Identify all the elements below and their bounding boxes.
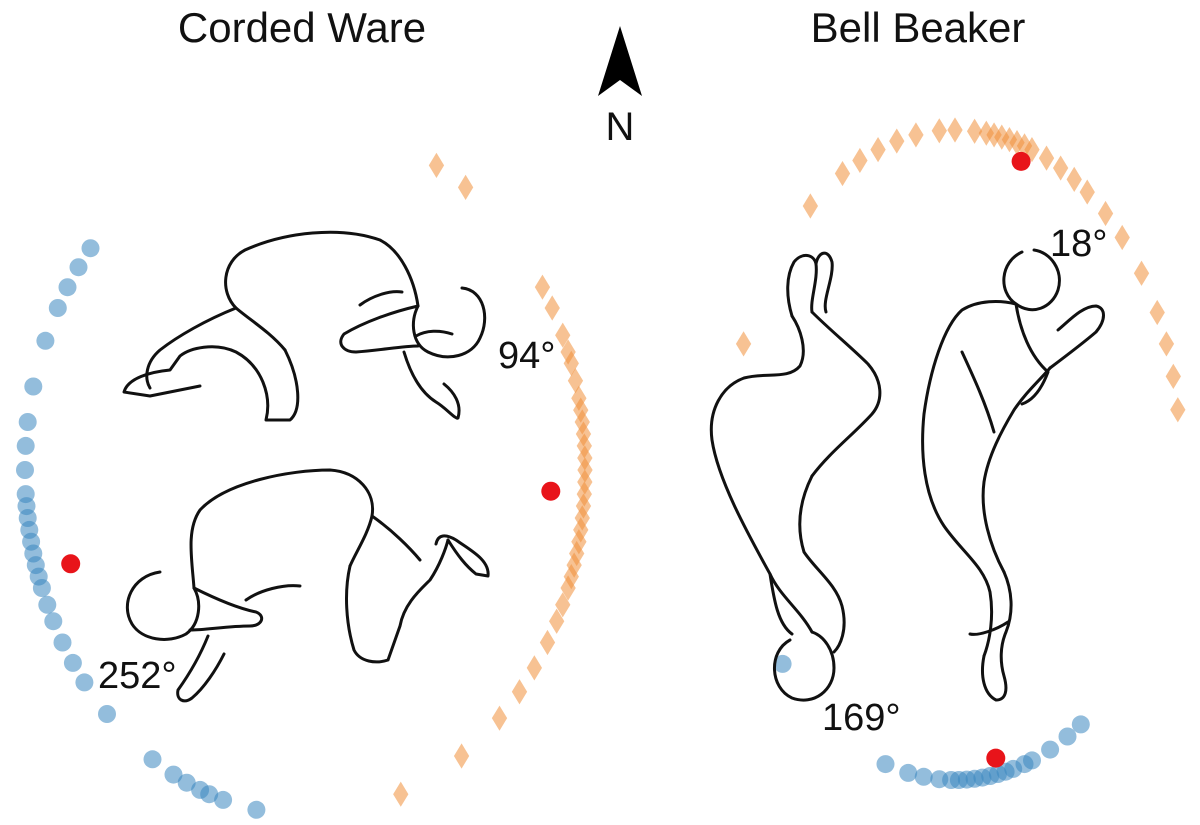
corded-ware-female-point [98,705,116,723]
bell-beaker-male-point [1170,397,1186,423]
bell-beaker-male-point [802,193,819,219]
bell-beaker-male-point [1038,145,1055,171]
bell-beaker-male-point [1133,260,1150,286]
bell-beaker-male-point [1079,179,1095,205]
bell-beaker-male-point [947,117,963,143]
corded-ware-male-point [393,781,409,807]
corded-ware-female-point [63,653,82,672]
corded-ware-male-point [544,295,560,321]
angle-label-94: 94° [498,335,555,377]
corded-ware-female-point [36,331,55,350]
corded-ware-male-point [453,743,470,769]
bell-beaker-male-point [1097,200,1114,227]
bell-beaker-male-point [889,128,905,154]
corded-ware-female-point [16,436,35,455]
bell-beaker-female-point [1041,740,1060,759]
corded-ware-male-point [567,368,584,394]
bell-beaker-mean-point [1011,151,1031,171]
corded-ware-female-point [16,485,35,504]
corded-ware-mean-point [541,481,561,501]
bell-beaker-female-point [930,770,949,789]
angle-label-18: 18° [1050,223,1107,265]
bell-beaker-male-point [1165,363,1181,389]
bell-beaker-male-point [931,118,947,144]
corded-ware-female-point [177,773,196,792]
corded-ware-female-point [75,673,94,692]
bell-beaker-female-point [1058,727,1077,746]
angle-label-169: 169° [822,697,901,739]
corded-ware-female-point [143,750,162,769]
corded-ware-female-point [164,765,183,784]
corded-ware-female-point [18,413,37,431]
bell-beaker-male-point [1149,299,1165,326]
bell-beaker-male-point [1114,224,1130,251]
corded-ware-female-point [214,790,233,809]
bell-beaker-male-point [966,118,983,144]
bell-beaker-figure-female [921,248,1105,702]
corded-ware-female-point [247,800,266,819]
title-bell-beaker: Bell Beaker [811,4,1026,51]
corded-ware-female-point [38,595,57,614]
corded-ware-male-point [549,608,565,634]
corded-ware-mean-point [61,554,81,574]
bell-beaker-female-point [1071,715,1090,734]
north-arrow: N [598,26,642,149]
corded-ware-male-point [526,655,543,681]
bell-beaker-male-point [834,160,851,187]
north-label: N [606,105,635,149]
corded-ware-female-point [44,612,63,631]
bell-beaker-male-point [1052,155,1069,181]
corded-ware-female-point [69,258,88,277]
corded-ware-female-point [58,278,77,297]
corded-ware-female-point [191,780,210,799]
corded-ware-male-point [555,322,571,348]
bell-beaker-female-point [899,763,918,782]
corded-ware-female-point [53,633,72,652]
corded-ware-male-point [457,174,474,200]
bell-beaker-female-point [876,755,895,774]
corded-ware-female-point [16,461,34,479]
corded-ware-male-point [574,505,590,531]
angle-label-252: 252° [98,655,177,697]
corded-ware-female-point [81,239,100,258]
bell-beaker-male-point [1066,166,1082,192]
bell-beaker-points [735,117,1186,789]
corded-ware-male-point [511,679,528,705]
bell-beaker-male-point [908,122,924,148]
title-corded-ware: Corded Ware [178,4,426,51]
corded-ware-points [16,152,593,819]
corded-ware-male-point [555,592,571,618]
corded-ware-figure-male [122,230,487,422]
corded-ware-female-point [24,377,43,396]
bell-beaker-female-point [914,767,933,786]
bell-beaker-mean-point [986,748,1006,768]
corded-ware-male-point [539,629,556,656]
corded-ware-figure-female [125,468,490,703]
corded-ware-female-point [48,299,67,317]
corded-ware-male-point [563,564,579,590]
bell-beaker-male-point [1024,136,1040,163]
bell-beaker-male-point [870,136,886,163]
corded-ware-male-point [534,274,551,300]
bell-beaker-male-point [1158,331,1175,357]
corded-ware-male-point [560,575,576,601]
bell-beaker-male-point [852,147,868,174]
bell-beaker-male-point [735,331,752,357]
bell-beaker-figure-male [709,251,882,702]
north-arrow-icon [598,26,642,96]
corded-ware-male-point [491,705,508,731]
corded-ware-male-point [428,152,445,178]
bell-beaker-female-point [773,654,792,673]
